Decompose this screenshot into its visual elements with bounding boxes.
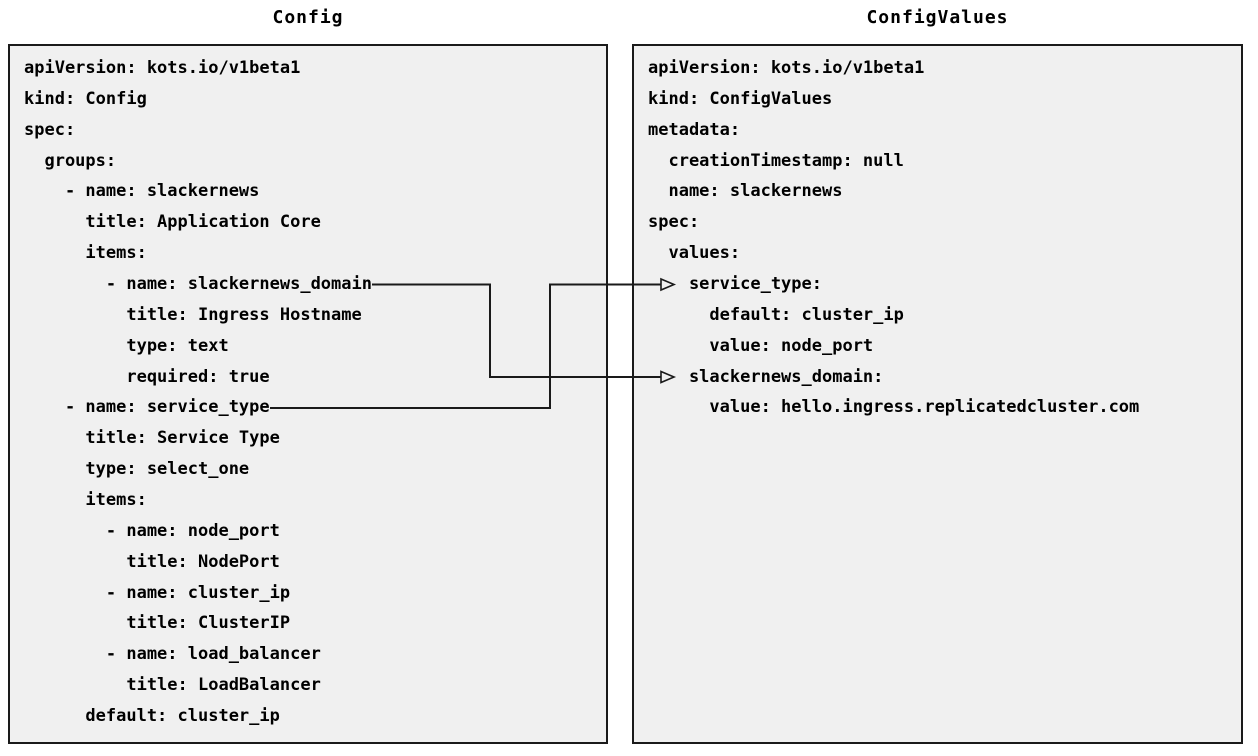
config-panel: apiVersion: kots.io/v1beta1 kind: Config… (8, 44, 608, 744)
configvalues-panel-title: ConfigValues (866, 7, 1009, 28)
config-panel-title: Config (272, 7, 344, 28)
configvalues-panel: apiVersion: kots.io/v1beta1 kind: Config… (632, 44, 1243, 744)
config-yaml-code: apiVersion: kots.io/v1beta1 kind: Config… (24, 58, 372, 727)
configvalues-yaml-code: apiVersion: kots.io/v1beta1 kind: Config… (648, 58, 1140, 418)
